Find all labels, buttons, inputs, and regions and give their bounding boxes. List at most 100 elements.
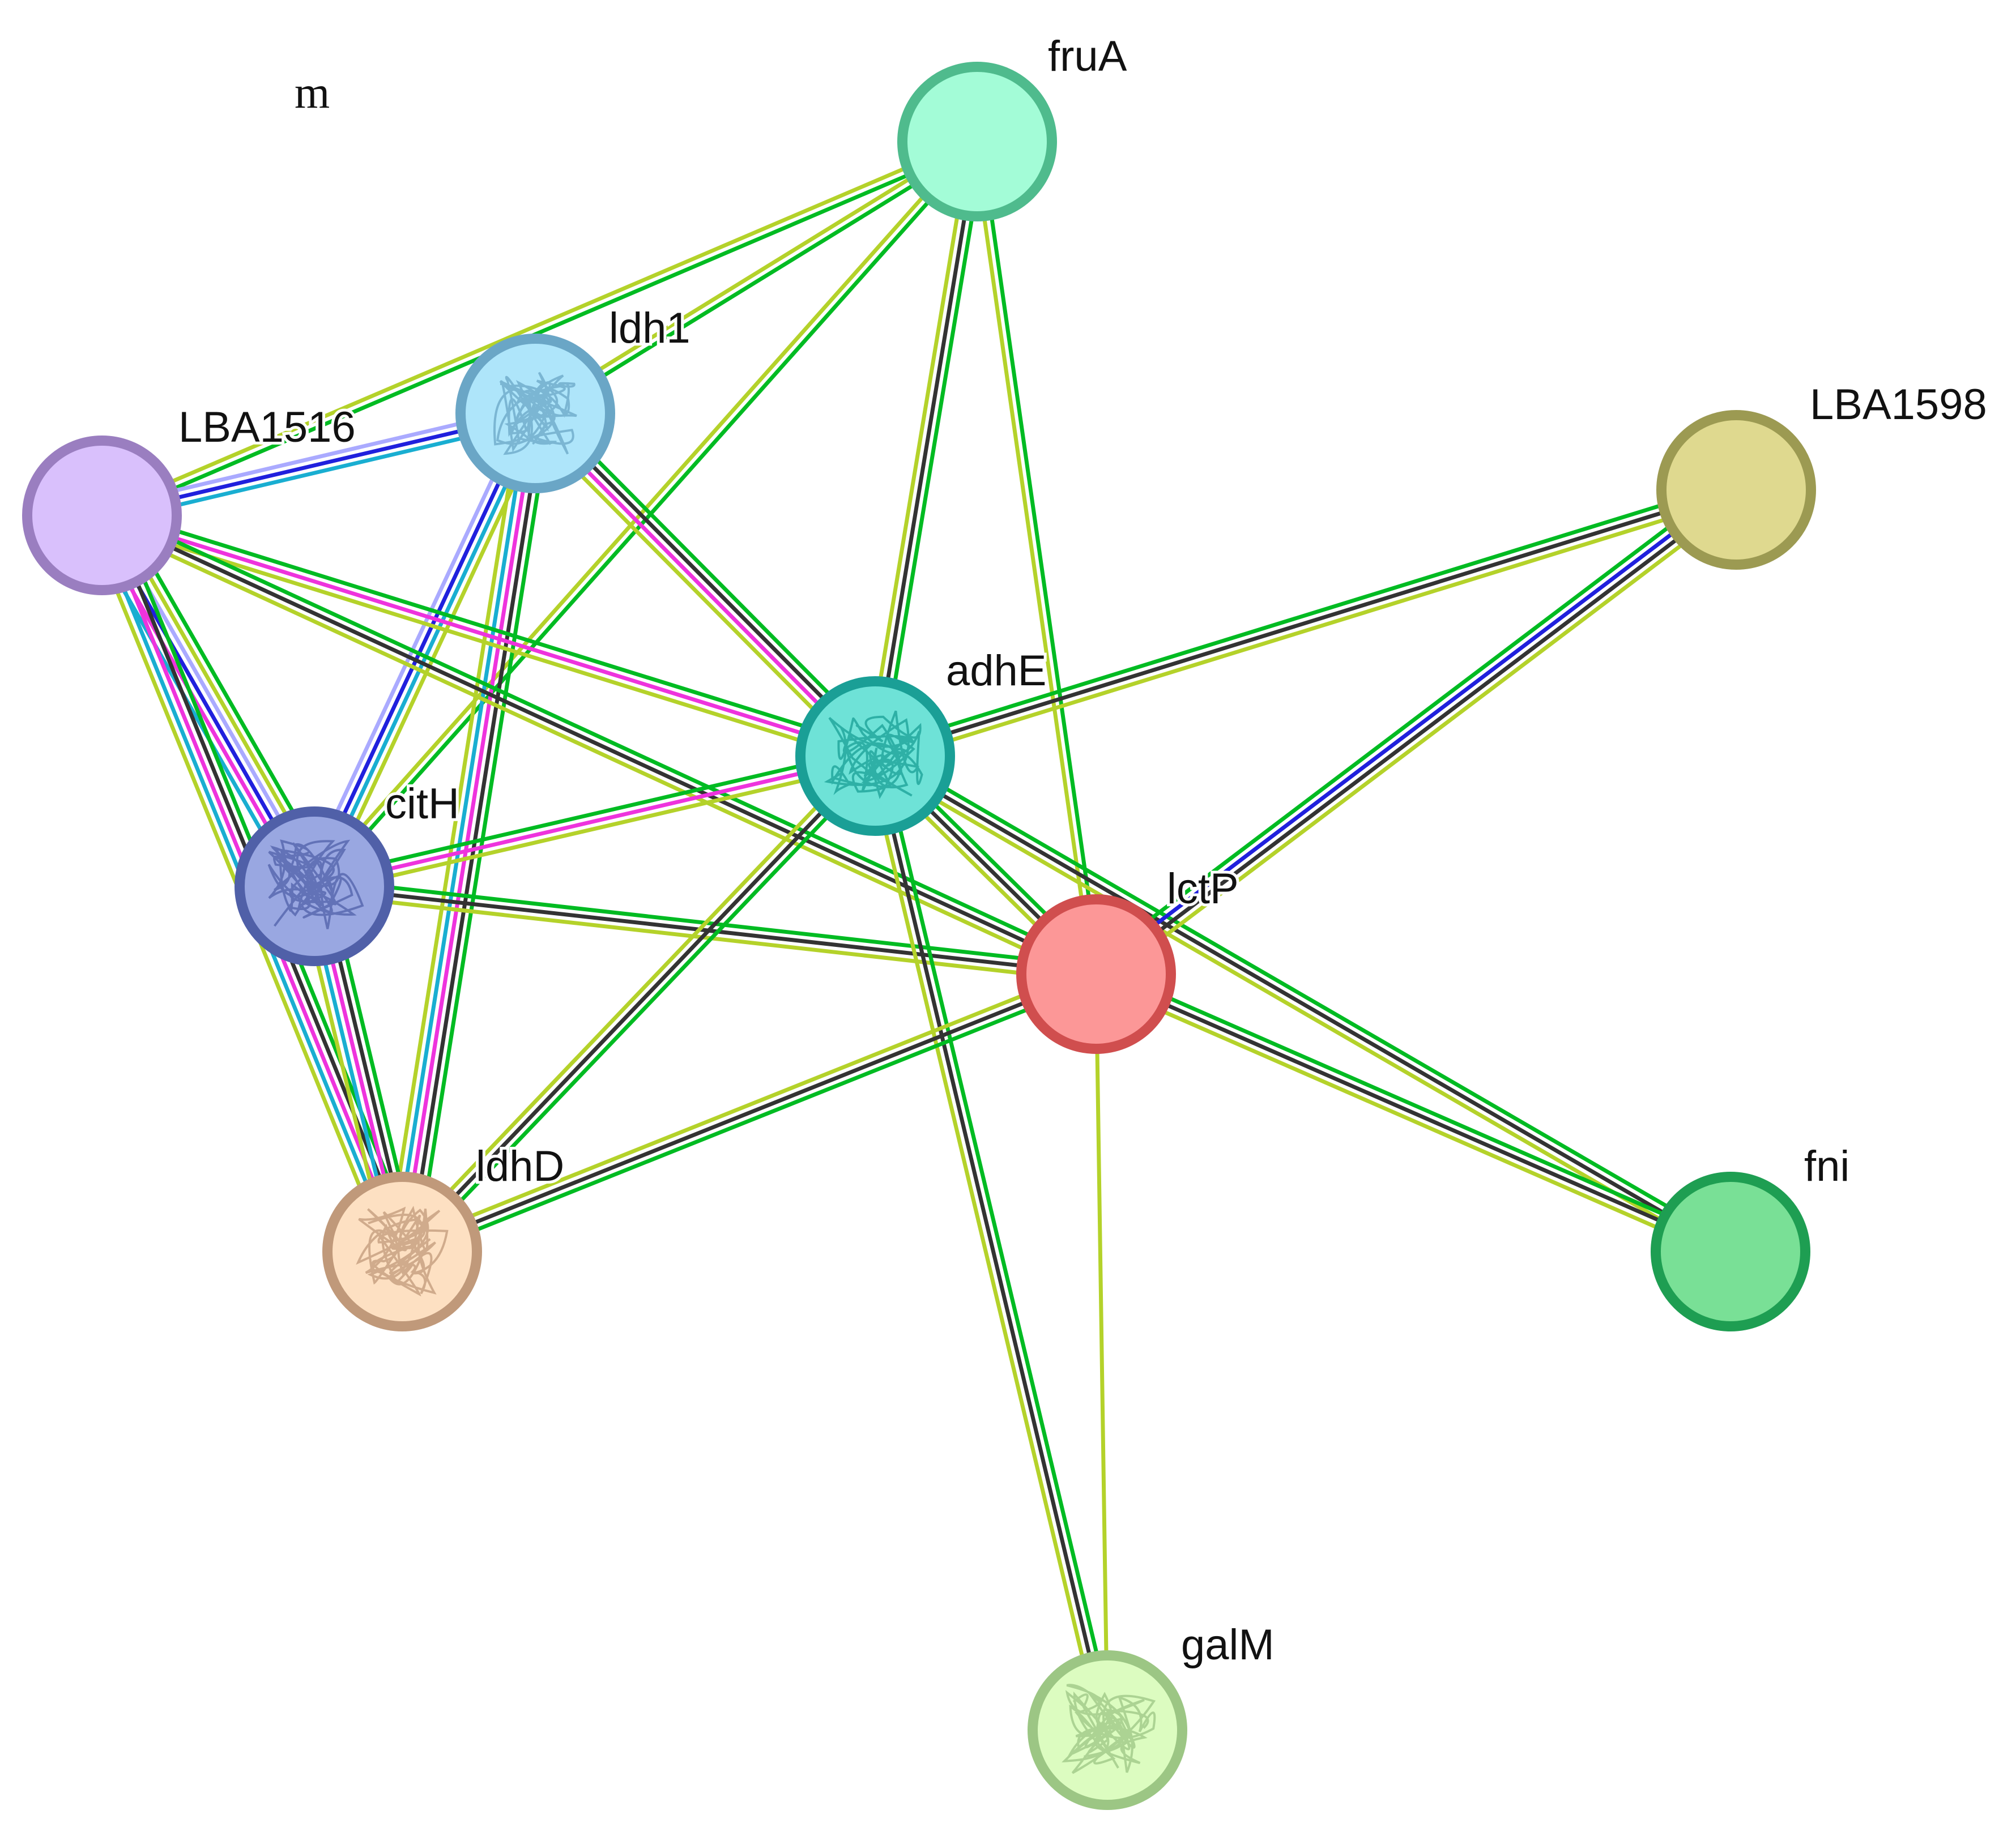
edge-line-coexpression: [1096, 490, 1741, 979]
edge-line-neighborhood: [871, 481, 1736, 752]
edge-line-neighborhood: [1097, 965, 1736, 1247]
edge-line-textmining: [395, 749, 872, 1249]
protein-structure-icon: [267, 839, 364, 929]
node-fni[interactable]: fni: [1651, 1139, 1852, 1331]
edge-line-neighborhood: [403, 979, 1101, 1261]
edge-fruA-adhE[interactable]: [866, 138, 987, 759]
edge-line-homology: [302, 407, 527, 884]
edge-line-coexpression: [400, 754, 877, 1254]
node-label: ldhD: [476, 1142, 564, 1190]
node-label: fruA: [1048, 32, 1127, 80]
node-circle[interactable]: [1656, 410, 1816, 570]
node-LBA1516[interactable]: LBA1516: [22, 400, 359, 595]
edge-line-coexpression: [100, 513, 1098, 976]
node-label: LBA1516: [178, 403, 356, 451]
corner-mark: m: [295, 68, 330, 118]
node-fruA[interactable]: fruA: [897, 29, 1130, 221]
node-LBA1598[interactable]: LBA1598: [1656, 378, 1990, 570]
node-circle[interactable]: [897, 62, 1057, 221]
edge-line-neighborhood: [415, 413, 552, 1256]
edge-line-neighborhood: [535, 143, 981, 419]
protein-structure-path: [824, 710, 923, 799]
edge-LBA1516-adhE[interactable]: [97, 506, 880, 765]
edge-LBA1516-lctP[interactable]: [97, 506, 1101, 983]
edge-line-experiments: [530, 414, 875, 761]
edge-lctP-fni[interactable]: [1091, 965, 1736, 1261]
edge-line-experiments: [400, 411, 538, 1254]
edge-line-textmining: [866, 138, 972, 757]
edge-lctP-galM[interactable]: [1094, 972, 1110, 1732]
node-label: adhE: [946, 647, 1047, 695]
edge-line-neighborhood: [880, 140, 987, 759]
edge-line-textmining: [866, 755, 1102, 1734]
protein-structure-path: [356, 1206, 449, 1297]
node-circle[interactable]: [1016, 894, 1176, 1054]
edge-line-textmining: [1094, 972, 1110, 1732]
protein-structure-path: [493, 372, 577, 455]
node-galM[interactable]: galM: [1028, 1618, 1277, 1810]
edge-ldh1-adhE[interactable]: [525, 403, 885, 766]
edge-line-neighborhood: [541, 403, 885, 750]
node-adhE[interactable]: adhE: [795, 644, 1050, 836]
edge-line-textmining: [869, 760, 1729, 1260]
edge-fruA-ldh1[interactable]: [531, 136, 981, 419]
edge-line-neighborhood: [103, 506, 1101, 970]
edge-line-textmining: [314, 761, 879, 896]
node-ldhD[interactable]: ldhD: [322, 1139, 567, 1331]
node-lctP[interactable]: lctP: [1016, 862, 1242, 1054]
edge-line-textmining: [525, 419, 870, 766]
edge-fruA-LBA1516[interactable]: [98, 136, 981, 521]
edge-line-textmining: [385, 409, 523, 1252]
edge-line-textmining: [875, 494, 1741, 765]
edge-line-experiments: [312, 754, 877, 889]
edge-line-textmining: [1091, 979, 1730, 1261]
edge-fruA-citH[interactable]: [309, 137, 982, 891]
edge-line-coexpression: [873, 754, 1733, 1254]
protein-structure-icon: [1062, 1684, 1156, 1774]
edge-line-neighborhood: [310, 746, 876, 881]
edge-line-database: [393, 410, 530, 1253]
edge-lctP-LBA1598[interactable]: [1087, 479, 1745, 985]
edge-line-neighborhood: [101, 143, 981, 521]
edge-line-fusion: [1092, 485, 1736, 974]
edge-adhE-ldhD[interactable]: [395, 749, 883, 1259]
edge-fruA-lctP[interactable]: [971, 139, 1102, 977]
edge-ldh1-citH[interactable]: [302, 407, 548, 893]
edge-line-textmining: [397, 965, 1096, 1247]
edge-adhE-fni[interactable]: [869, 748, 1737, 1260]
edge-line-neighborhood: [315, 142, 982, 891]
edge-line-neighborhood: [102, 506, 880, 752]
edge-citH-adhE[interactable]: [310, 746, 879, 896]
node-citH[interactable]: citH: [235, 777, 462, 966]
edge-line-neighborhood: [405, 759, 883, 1259]
node-label: citH: [385, 780, 459, 828]
edge-line-coexpression: [873, 754, 1110, 1732]
node-label: LBA1598: [1810, 381, 1987, 429]
edge-lctP-ldhD[interactable]: [397, 965, 1101, 1261]
edge-line-textmining: [1101, 497, 1745, 985]
node-circle[interactable]: [22, 436, 182, 595]
edge-line-coexpression: [400, 972, 1098, 1254]
edge-line-neighborhood: [1087, 479, 1732, 967]
edge-line-coexpression: [873, 139, 979, 758]
edge-adhE-LBA1598[interactable]: [871, 481, 1741, 765]
edge-line-coexpression: [873, 488, 1738, 758]
edge-ldh1-ldhD[interactable]: [385, 409, 552, 1256]
node-label: fni: [1804, 1142, 1849, 1190]
edge-line-coexpression: [407, 412, 545, 1255]
edge-line-textmining: [309, 137, 977, 886]
edge-line-textmining: [97, 520, 875, 765]
protein-structure-icon: [824, 710, 923, 799]
edge-line-neighborhood: [880, 752, 1117, 1731]
protein-structure-icon: [356, 1206, 449, 1297]
node-circle[interactable]: [322, 1172, 482, 1331]
edge-adhE-galM[interactable]: [866, 752, 1117, 1734]
node-label: ldh1: [609, 304, 691, 352]
edge-line-coexpression: [1094, 972, 1733, 1254]
protein-structure-icon: [493, 372, 577, 455]
node-circle[interactable]: [1651, 1172, 1810, 1331]
protein-structure-path: [267, 839, 364, 929]
node-ldh1[interactable]: ldh1: [455, 301, 693, 493]
